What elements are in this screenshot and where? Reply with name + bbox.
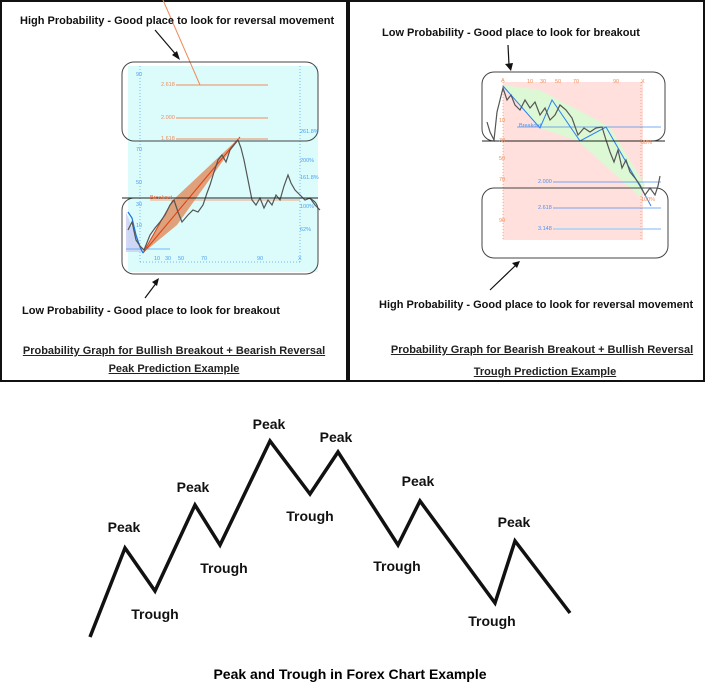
peak-label: Peak	[401, 473, 435, 489]
arrow-down-icon	[505, 63, 513, 71]
peak-label: Peak	[497, 514, 531, 530]
right-chart	[481, 44, 669, 291]
right-caption-line2: Trough Prediction Example	[473, 366, 617, 378]
breakout-label: Breakout	[519, 123, 542, 129]
y-tick: 10	[136, 223, 143, 229]
fib-label: 2.618	[161, 82, 175, 88]
x-tick: 30	[165, 256, 172, 262]
arrow-up-icon	[512, 261, 520, 268]
right-bottom-note: High Probability - Good place to look fo…	[379, 299, 694, 311]
trough-label: Trough	[286, 508, 334, 524]
right-wedge	[503, 85, 645, 197]
peak-label: Peak	[319, 429, 353, 445]
y-tick: 70	[499, 177, 506, 183]
fib-label: 2.000	[161, 115, 175, 121]
left-price-series	[127, 138, 321, 252]
left-caption-line2: Peak Prediction Example	[108, 363, 240, 375]
diagram-caption: Peak and Trough in Forex Chart Example	[213, 666, 487, 682]
pct-label: 261.8%	[300, 129, 319, 135]
y-tick: 10	[499, 118, 506, 124]
x-tick: 70	[573, 79, 580, 85]
right-price-series	[486, 85, 661, 197]
pct-label: 38%	[641, 140, 653, 146]
fib-label: 2.000	[538, 179, 552, 185]
x-tick: X	[298, 256, 302, 262]
left-bottom-note: Low Probability - Good place to look for…	[22, 305, 280, 317]
right-top-note: Low Probability - Good place to look for…	[382, 27, 640, 39]
high-probability-zone	[121, 61, 319, 142]
x-tick: 30	[540, 79, 547, 85]
fib-label: 3.148	[538, 226, 552, 232]
x-tick: 10	[154, 256, 161, 262]
x-tick: X	[641, 79, 645, 85]
left-caption-line1: Probability Graph for Bullish Breakout +…	[22, 345, 326, 357]
pct-label: 100%	[641, 197, 656, 203]
right-panel	[346, 0, 705, 382]
pct-label: 100%	[300, 204, 315, 210]
breakout-label: Breakout	[150, 195, 173, 201]
peak-label: Peak	[252, 416, 286, 432]
y-tick: 70	[136, 147, 143, 153]
left-top-note: High Probability - Good place to look fo…	[20, 15, 335, 27]
x-tick: 90	[613, 79, 620, 85]
right-caption-line1: Probability Graph for Bearish Breakout +…	[390, 344, 694, 356]
peak-trough-zigzag	[88, 437, 572, 638]
trough-label: Trough	[131, 606, 179, 622]
y-tick: 50	[136, 180, 143, 186]
x-tick: 50	[555, 79, 562, 85]
pct-label: 200%	[300, 158, 315, 164]
arrow-down-icon	[172, 51, 180, 60]
trough-label: Trough	[200, 560, 248, 576]
y-tick: 90	[136, 72, 143, 78]
peak-label: Peak	[176, 479, 210, 495]
trough-label: Trough	[373, 558, 421, 574]
y-tick: 90	[499, 218, 506, 224]
pct-label: 161.8%	[300, 175, 319, 181]
y-tick: 30	[499, 138, 506, 144]
peak-label: Peak	[107, 519, 141, 535]
x-tick: 50	[178, 256, 185, 262]
arrow-up-icon	[152, 278, 159, 286]
x-tick: A	[501, 78, 505, 84]
left-chart	[121, 0, 321, 299]
x-tick: 70	[201, 256, 208, 262]
y-tick: 30	[136, 202, 143, 208]
pct-label: 62%	[300, 227, 312, 233]
trough-label: Trough	[468, 613, 516, 629]
x-tick: 90	[257, 256, 264, 262]
y-tick: 50	[499, 156, 506, 162]
fib-label: 2.618	[538, 205, 552, 211]
high-probability-zone	[481, 187, 669, 259]
x-tick: 10	[527, 79, 534, 85]
fib-label: 1.618	[161, 136, 175, 142]
left-panel	[0, 0, 350, 382]
